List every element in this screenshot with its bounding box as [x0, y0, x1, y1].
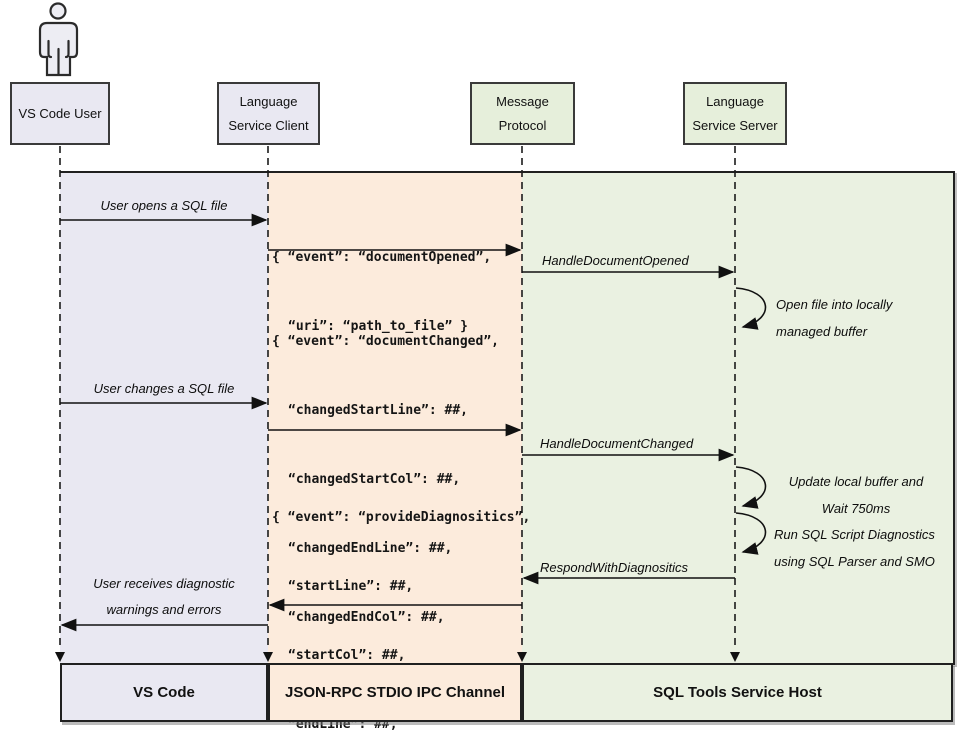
- swimlanes: [60, 171, 955, 665]
- lane-vscode: [60, 173, 268, 665]
- loop-update-buffer: [735, 466, 767, 509]
- user-actor-icon: [38, 2, 79, 77]
- message-arrows: [60, 213, 735, 632]
- lifeline-end-arrows: [55, 652, 740, 662]
- lifelines: [59, 146, 736, 650]
- lane-ipc-channel: [268, 173, 522, 665]
- loop-open-buffer: [735, 287, 767, 330]
- self-loops: [735, 287, 767, 555]
- lane-service-host: [522, 173, 953, 665]
- loop-run-diagnostics: [735, 512, 767, 555]
